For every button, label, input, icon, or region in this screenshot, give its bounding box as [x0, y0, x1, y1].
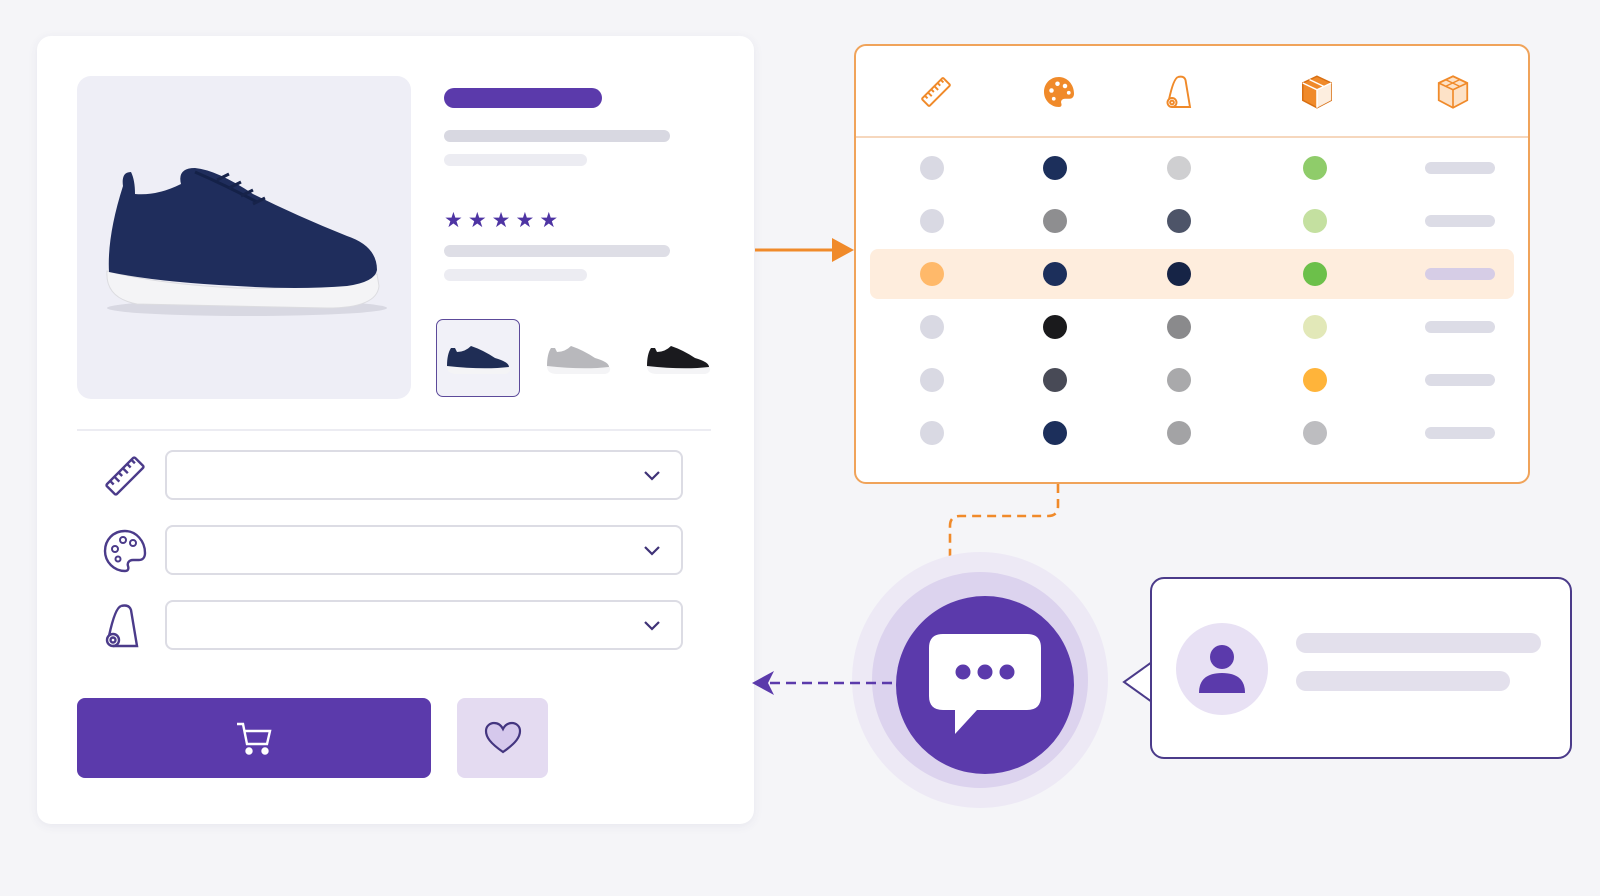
- color-select[interactable]: [165, 525, 683, 575]
- wishlist-button[interactable]: [457, 698, 548, 778]
- box-filled-icon: [1297, 72, 1337, 112]
- swatch: [920, 262, 944, 286]
- value-placeholder: [1425, 268, 1495, 280]
- avatar: [1176, 623, 1268, 715]
- message-tail: [1122, 660, 1154, 704]
- user-icon: [1199, 645, 1245, 693]
- rating-stars: ★ ★ ★ ★ ★: [444, 210, 558, 231]
- chat-dots-icon: [929, 634, 1041, 734]
- ruler-icon: [97, 448, 153, 504]
- divider: [77, 429, 711, 431]
- subtitle-placeholder-short: [444, 154, 587, 166]
- table-row[interactable]: [870, 302, 1514, 352]
- box-outline-icon: [1433, 72, 1473, 112]
- heart-icon: [484, 721, 521, 754]
- value-placeholder: [1425, 215, 1495, 227]
- star-icon: ★: [515, 209, 535, 232]
- swatch: [1167, 421, 1191, 445]
- color-thumbnails: [436, 319, 720, 397]
- swatch: [1167, 209, 1191, 233]
- chevron-down-icon: [644, 621, 660, 631]
- description-placeholder: [444, 245, 670, 257]
- cart-icon: [237, 722, 272, 755]
- swatch: [920, 315, 944, 339]
- table-header: [856, 46, 1528, 138]
- size-option-row: [97, 448, 153, 504]
- swatch: [1043, 421, 1067, 445]
- table-row[interactable]: [870, 143, 1514, 193]
- table-row[interactable]: [870, 355, 1514, 405]
- swatch: [1043, 368, 1067, 392]
- value-placeholder: [1425, 427, 1495, 439]
- arrow-to-table: [755, 238, 854, 262]
- arrow-chat-to-card: [752, 671, 898, 695]
- assistant-button[interactable]: [896, 596, 1074, 774]
- product-title-placeholder: [444, 88, 602, 108]
- swatch: [920, 156, 944, 180]
- sneaker-thumb-icon: [447, 346, 511, 374]
- color-option-row: [97, 523, 153, 579]
- thumbnail-grey[interactable]: [536, 319, 620, 397]
- chevron-down-icon: [644, 546, 660, 556]
- chevron-down-icon: [644, 471, 660, 481]
- description-placeholder-short: [444, 269, 587, 281]
- swatch: [920, 209, 944, 233]
- fabric-roll-icon: [97, 598, 153, 654]
- swatch: [1167, 368, 1191, 392]
- swatch: [1043, 262, 1067, 286]
- value-placeholder: [1425, 321, 1495, 333]
- swatch: [920, 421, 944, 445]
- star-icon: ★: [467, 209, 487, 232]
- swatch: [1167, 156, 1191, 180]
- swatch: [1043, 156, 1067, 180]
- table-row[interactable]: [870, 408, 1514, 458]
- swatch: [1303, 368, 1327, 392]
- material-option-row: [97, 598, 153, 654]
- ruler-icon: [916, 72, 956, 112]
- palette-icon: [1039, 72, 1079, 112]
- fabric-roll-icon: [1161, 72, 1201, 112]
- sneaker-image: [106, 168, 387, 316]
- product-image: [77, 76, 411, 399]
- sneaker-thumb-icon: [647, 346, 711, 374]
- swatch: [1303, 209, 1327, 233]
- message-line-1: [1296, 633, 1541, 653]
- palette-icon: [97, 523, 153, 579]
- product-card: ★ ★ ★ ★ ★: [37, 36, 754, 824]
- user-message-card: [1150, 577, 1572, 759]
- swatch: [920, 368, 944, 392]
- swatch: [1303, 315, 1327, 339]
- swatch: [1167, 262, 1191, 286]
- swatch: [1303, 262, 1327, 286]
- swatch: [1167, 315, 1191, 339]
- table-row[interactable]: [870, 196, 1514, 246]
- table-row-highlighted[interactable]: [870, 249, 1514, 299]
- thumbnail-navy[interactable]: [436, 319, 520, 397]
- subtitle-placeholder: [444, 130, 670, 142]
- star-icon: ★: [444, 209, 463, 232]
- message-line-2: [1296, 671, 1510, 691]
- value-placeholder: [1425, 374, 1495, 386]
- swatch: [1303, 421, 1327, 445]
- value-placeholder: [1425, 162, 1495, 174]
- thumbnail-black[interactable]: [636, 319, 720, 397]
- material-select[interactable]: [165, 600, 683, 650]
- swatch: [1043, 315, 1067, 339]
- star-icon: ★: [491, 209, 511, 232]
- size-select[interactable]: [165, 450, 683, 500]
- swatch: [1043, 209, 1067, 233]
- variant-table: [854, 44, 1530, 484]
- swatch: [1303, 156, 1327, 180]
- star-icon: ★: [539, 209, 559, 232]
- sneaker-thumb-icon: [547, 346, 611, 374]
- add-to-cart-button[interactable]: [77, 698, 431, 778]
